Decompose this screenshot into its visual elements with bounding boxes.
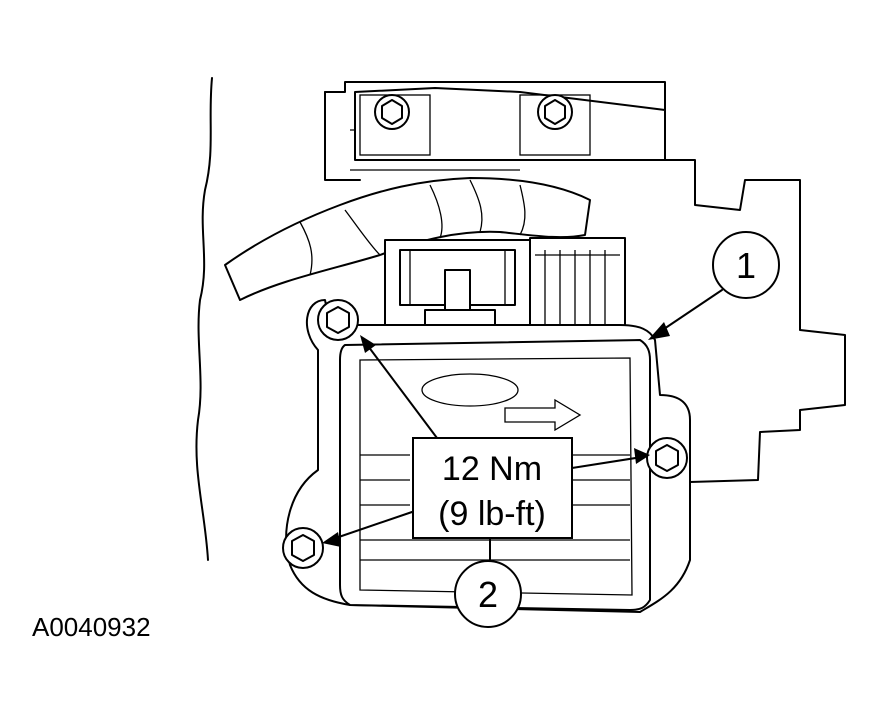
connector-right <box>529 237 626 334</box>
bolt-bottom-left <box>282 527 324 569</box>
arrow-mark <box>504 398 582 432</box>
connector-left <box>384 239 531 336</box>
bolt-right <box>646 437 688 479</box>
callout-1-label: 1 <box>736 245 756 286</box>
torque-metric: 12 Nm <box>442 450 542 488</box>
torque-spec-box: 12 Nm (9 lb-ft) <box>412 437 573 539</box>
upper-left-bolt <box>374 94 410 130</box>
leader-lines <box>322 289 723 561</box>
bolt-top-left <box>317 299 359 341</box>
torque-imperial: (9 lb-ft) <box>438 495 546 533</box>
callout-1: 1 <box>712 231 780 299</box>
callout-2: 2 <box>454 560 522 628</box>
logo-oval <box>421 373 519 407</box>
upper-right-bolt <box>537 94 573 130</box>
callout-2-label: 2 <box>478 574 498 615</box>
figure-id: A0040932 <box>32 612 151 642</box>
